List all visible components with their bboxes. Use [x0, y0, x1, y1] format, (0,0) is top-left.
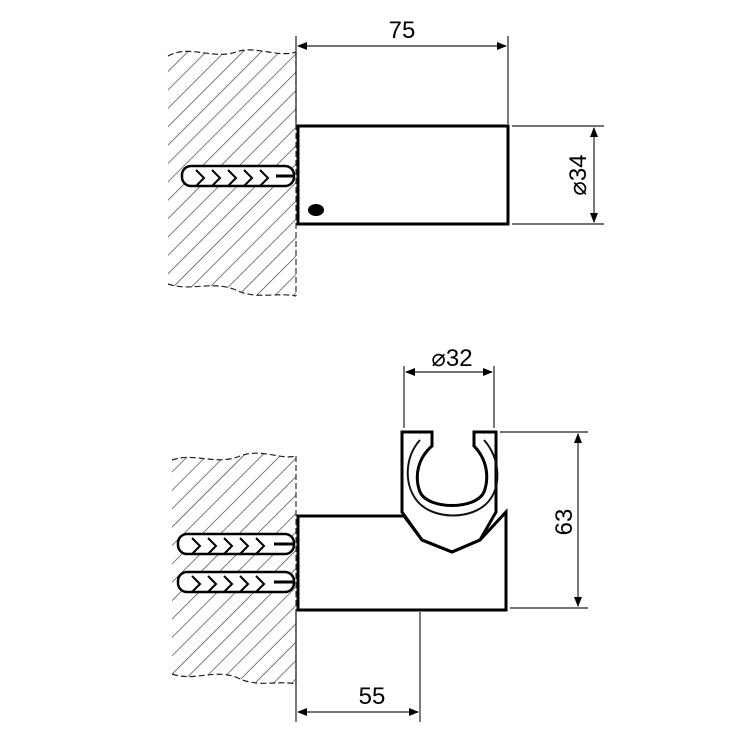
- diameter-symbol: ⌀: [431, 345, 445, 372]
- bottom-wall-anchor-upper: [176, 532, 296, 556]
- bottom-wall-anchor-lower: [176, 570, 296, 594]
- bottom-wall-bottom-break: [171, 673, 297, 685]
- bottom-wall-section: [172, 453, 296, 684]
- top-wall-anchor: [180, 164, 296, 188]
- top-view: 75 ⌀34: [167, 17, 604, 297]
- dim-bottom-holder-diameter-label: ⌀32: [431, 345, 472, 372]
- dim-top-depth-label: 75: [389, 17, 416, 44]
- top-set-screw: [308, 204, 324, 216]
- top-wall-bottom-break: [167, 283, 297, 297]
- dim-bottom-depth-label: 55: [359, 683, 386, 710]
- top-body: [296, 124, 510, 226]
- dim-bottom-holder-diameter: ⌀32: [403, 345, 495, 428]
- top-wall-top-break: [167, 49, 297, 57]
- bottom-shower-clip: [400, 430, 498, 554]
- dim-top-diameter-value: 34: [565, 154, 592, 181]
- diameter-symbol: ⌀: [565, 181, 592, 195]
- bottom-shower-clip-inner: [406, 439, 499, 517]
- bottom-wall-top-break: [171, 452, 297, 461]
- bottom-body: [296, 508, 508, 612]
- dim-top-diameter-label: ⌀34: [565, 154, 592, 195]
- dim-bottom-depth: 55: [295, 612, 421, 722]
- dim-top-depth: 75: [295, 17, 509, 124]
- dim-bottom-height-label: 63: [551, 509, 578, 536]
- dim-bottom-holder-diameter-value: 32: [446, 345, 473, 372]
- dim-bottom-height: 63: [500, 431, 588, 609]
- bottom-view: ⌀32 63 55: [171, 345, 588, 722]
- dim-top-diameter: ⌀34: [512, 125, 604, 225]
